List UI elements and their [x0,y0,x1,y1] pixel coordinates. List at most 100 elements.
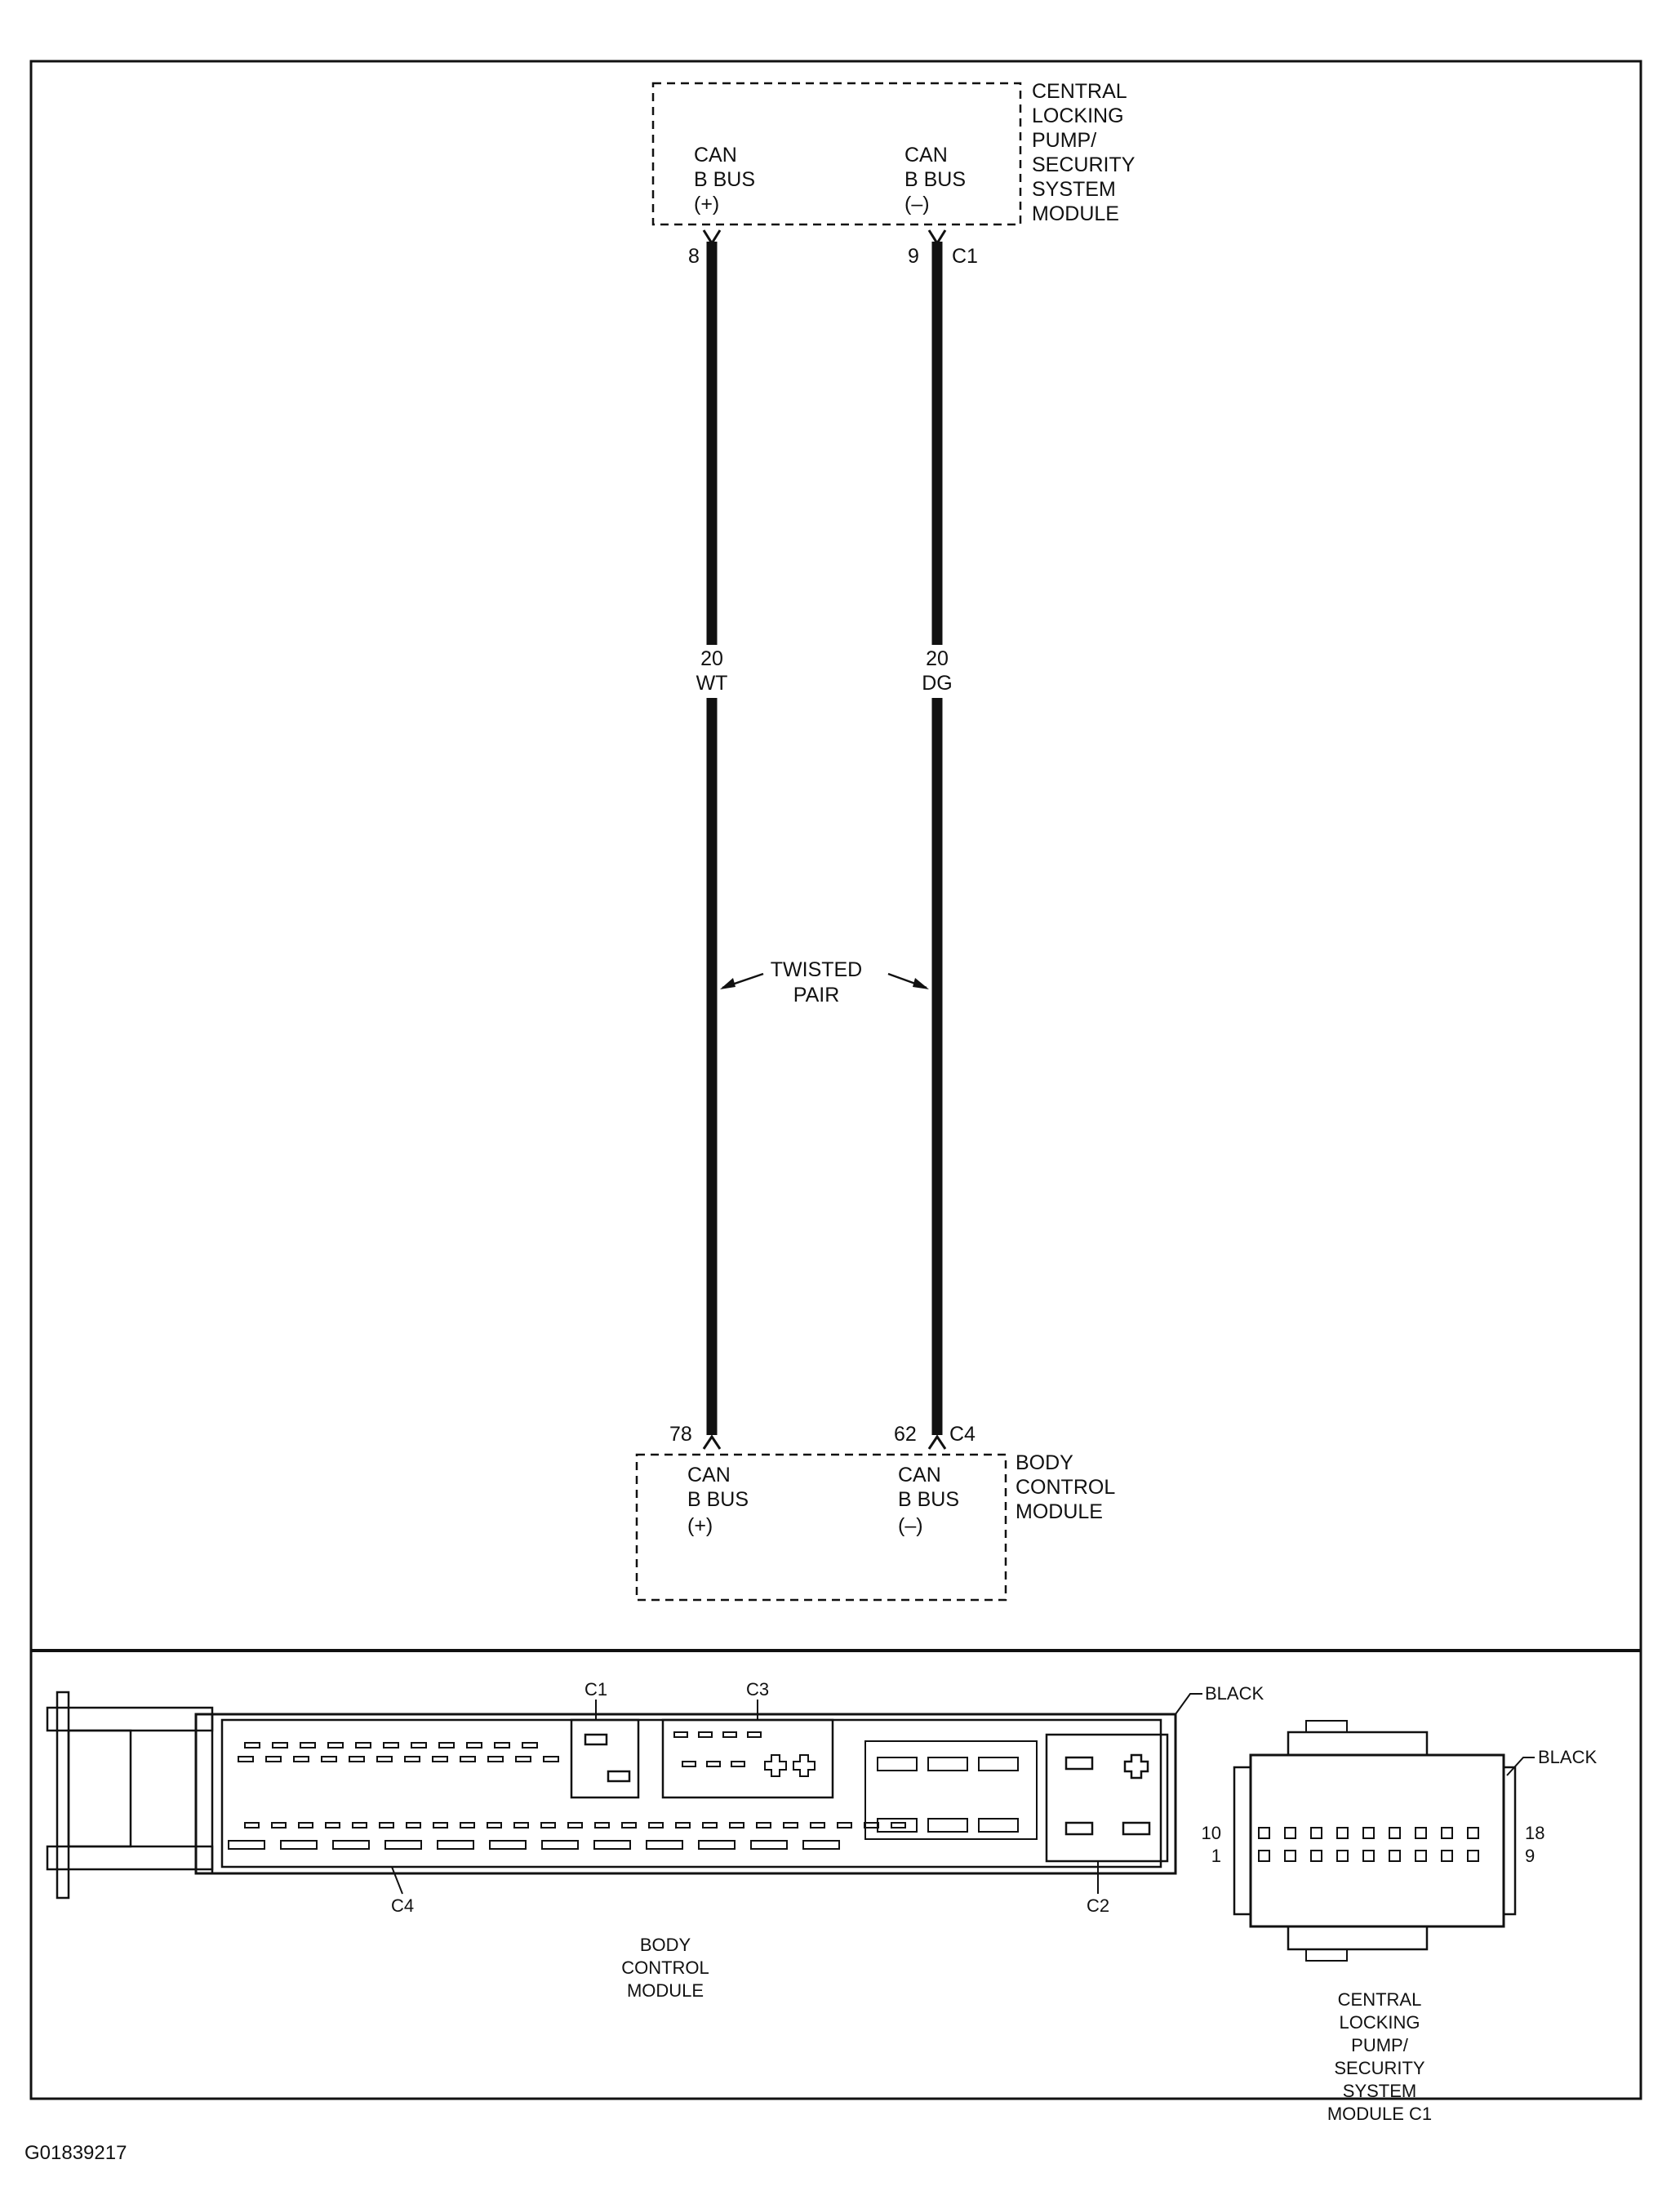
bottom-minus-label-2: B BUS [898,1488,959,1511]
bcm-pin-cavity [321,1756,337,1762]
wire-wt-gauge: 20 [700,647,723,670]
bcm-pin-cavity [747,1731,762,1738]
clp-pin-cavity [1362,1827,1375,1839]
bcm-pin-cavity [543,1756,559,1762]
bottom-connector-id: C4 [949,1423,976,1446]
bcm-pin-cavity [272,1742,288,1749]
clp-pin-cavity [1415,1850,1427,1862]
top-pin-plus-number: 8 [688,245,700,268]
bcm-pin-cavity [406,1822,421,1829]
bcm-pin-cavity [271,1822,287,1829]
bcm-pin-cavity [731,1761,745,1767]
twisted-pair-label-2: PAIR [793,984,840,1006]
bcm-pin-cavity [729,1822,744,1829]
bcm-c2-label: C2 [1087,1895,1109,1916]
clp-pin-cavity [1441,1850,1453,1862]
clp-pin-cavity [1310,1827,1322,1839]
bcm-pin-cavity [515,1756,531,1762]
bcm-pin-cavity [783,1822,798,1829]
clp-name-5: SYSTEM [1343,2081,1416,2101]
clp-pin-cavity [1258,1827,1270,1839]
clp-pin-cavity [1284,1850,1296,1862]
body-control-module-box [635,1453,1007,1602]
bcm-pin-cavity [648,1822,664,1829]
bcm-pin-cavity [522,1742,538,1749]
bcm-connector-face [46,1691,1177,1900]
bcm-pin-cavity [698,1840,736,1850]
clp-name-4: SECURITY [1334,2058,1425,2078]
clp-pin-cavity [1467,1850,1479,1862]
twisted-pair-arrows [720,972,929,989]
bcm-pin-cavity [802,1840,840,1850]
top-plus-label-3: (+) [694,193,719,216]
clp-pin-10-label: 10 [1202,1823,1221,1843]
clp-pin-cavities [1258,1827,1479,1862]
bcm-pin-cavity [487,1756,504,1762]
bcm-pin-cavity [494,1742,510,1749]
bcm-cross-cavity [793,1754,816,1777]
bcm-c4-label: C4 [391,1895,414,1916]
bcm-c4-leader [391,1866,403,1895]
bcm-name-3: MODULE [627,1980,704,2001]
bcm-pin-cavity [722,1731,737,1738]
bcm-pin-cavity [384,1840,422,1850]
clp-name-6: MODULE C1 [1327,2104,1432,2124]
top-module-name-6: MODULE [1032,202,1119,225]
bottom-minus-label-1: CAN [898,1464,941,1486]
clp-connector-face [1233,1720,1517,1962]
bcm-pin-cavity [927,1818,968,1833]
clp-pin-9-label: 9 [1525,1846,1535,1866]
clp-pin-18-label: 18 [1525,1823,1544,1843]
bcm-pin-cavity [978,1818,1019,1833]
bcm-pin-cavity [280,1840,318,1850]
top-connector-id: C1 [952,245,978,268]
clp-pin-cavity [1389,1850,1401,1862]
clp-pin-cavity [1362,1850,1375,1862]
bcm-pin-cavity [404,1756,420,1762]
clp-name-3: PUMP/ [1351,2035,1409,2055]
bcm-pin-cavity [298,1822,313,1829]
bcm-pin-cavity [978,1757,1019,1771]
bcm-pin-cavity [877,1818,918,1833]
top-minus-label-3: (–) [904,193,930,216]
bcm-pin-cavity [810,1822,825,1829]
wire-dg [927,229,947,1450]
bcm-pin-cavity [293,1756,309,1762]
clp-name-1: CENTRAL [1338,1989,1422,2010]
bcm-pin-cavity [864,1822,879,1829]
bcm-pin-cavity [702,1822,718,1829]
bcm-pin-cavity [594,1822,610,1829]
bcm-pin-cavity [300,1742,316,1749]
clp-pin-cavity [1415,1827,1427,1839]
clp-pin-cavity [1336,1850,1349,1862]
bcm-pin-cavity [228,1840,265,1850]
wire-wt [702,229,722,1450]
top-minus-label-1: CAN [904,144,948,167]
bcm-pin-cavity [837,1822,852,1829]
bcm-color-leader [1175,1693,1202,1715]
bcm-pin-cavity [750,1840,788,1850]
bottom-module-name-2: CONTROL [1016,1476,1115,1499]
bcm-pin-cavity [698,1731,713,1738]
twisted-pair-label-1: TWISTED [771,958,863,981]
clp-pin-cavity [1310,1850,1322,1862]
bcm-pin-cavity [927,1757,968,1771]
clp-color-label: BLACK [1538,1747,1597,1767]
bcm-pin-cavity [567,1822,583,1829]
bcm-pin-cavity [349,1756,365,1762]
bcm-pin-cavity [756,1822,771,1829]
top-minus-label-2: B BUS [904,168,966,191]
bcm-pin-cavity [355,1742,371,1749]
bcm-pin-cavity [489,1840,527,1850]
clp-pin-cavity [1284,1827,1296,1839]
bcm-pin-cavity [244,1742,260,1749]
bottom-module-name-3: MODULE [1016,1500,1103,1523]
top-module-name-4: SECURITY [1032,153,1136,176]
bcm-pin-cavity [352,1822,367,1829]
bcm-pin-cavity [432,1756,448,1762]
bcm-pin-cavity [265,1756,282,1762]
central-locking-module-box [651,82,1022,226]
bottom-pin-plus-number: 78 [669,1423,692,1446]
clp-pin-cavity [1467,1827,1479,1839]
